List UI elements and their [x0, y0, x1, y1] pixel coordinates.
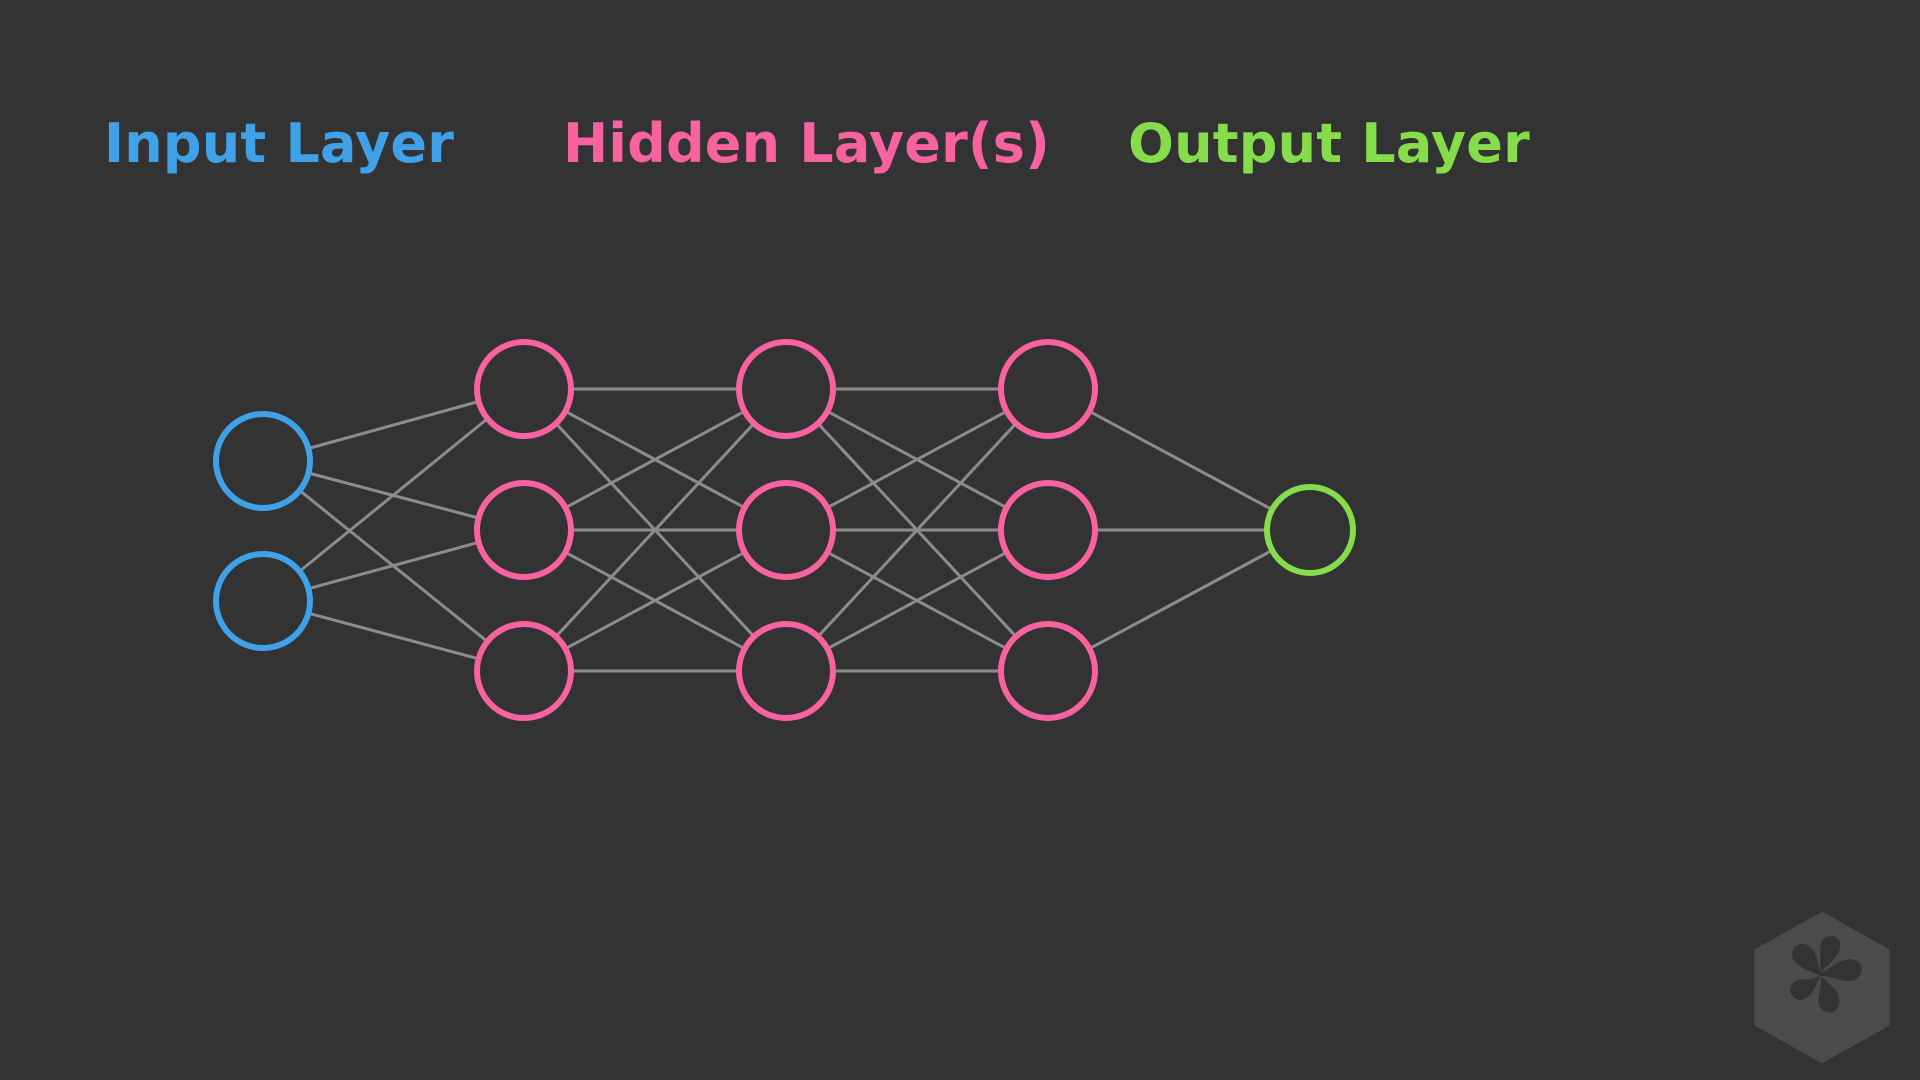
node-hidden-1-1[interactable] — [474, 339, 574, 439]
node-hidden-2-3[interactable] — [736, 621, 836, 721]
edge-input-1-to-hidden-1-0 — [297, 417, 490, 573]
node-output-1[interactable] — [1264, 484, 1356, 576]
edge-hidden-1-2-to-hidden-2-1 — [563, 550, 747, 651]
node-hidden-2-2[interactable] — [736, 480, 836, 580]
edge-hidden-1-1-to-hidden-2-0 — [563, 409, 747, 510]
edge-group — [297, 387, 1274, 673]
edge-input-1-to-hidden-1-1 — [306, 540, 481, 591]
node-input-2[interactable] — [213, 551, 313, 651]
edge-hidden-2-1-to-hidden-3-0 — [825, 409, 1009, 510]
node-group — [213, 339, 1356, 721]
hidden-layer-label: Hidden Layer(s) — [563, 112, 1051, 175]
node-hidden-1-3[interactable] — [474, 621, 574, 721]
edge-hidden-3-2-to-output-0 — [1087, 548, 1274, 651]
node-hidden-3-2[interactable] — [998, 480, 1098, 580]
output-layer-label: Output Layer — [1128, 112, 1530, 175]
edge-input-0-to-hidden-1-0 — [306, 399, 481, 451]
edge-hidden-3-0-to-output-0 — [1087, 409, 1274, 512]
treehouse-logo-watermark — [1754, 911, 1890, 1064]
node-hidden-1-2[interactable] — [474, 480, 574, 580]
node-hidden-3-1[interactable] — [998, 339, 1098, 439]
edge-input-1-to-hidden-1-2 — [306, 611, 481, 661]
edge-hidden-2-2-to-hidden-3-1 — [825, 550, 1009, 651]
edge-hidden-1-2-to-hidden-2-0 — [554, 421, 756, 639]
watermark-glyph — [1790, 936, 1862, 1013]
input-layer-label: Input Layer — [104, 112, 455, 175]
edge-hidden-2-2-to-hidden-3-0 — [816, 421, 1018, 639]
node-input-1[interactable] — [213, 411, 313, 511]
node-hidden-3-3[interactable] — [998, 621, 1098, 721]
node-hidden-2-1[interactable] — [736, 339, 836, 439]
